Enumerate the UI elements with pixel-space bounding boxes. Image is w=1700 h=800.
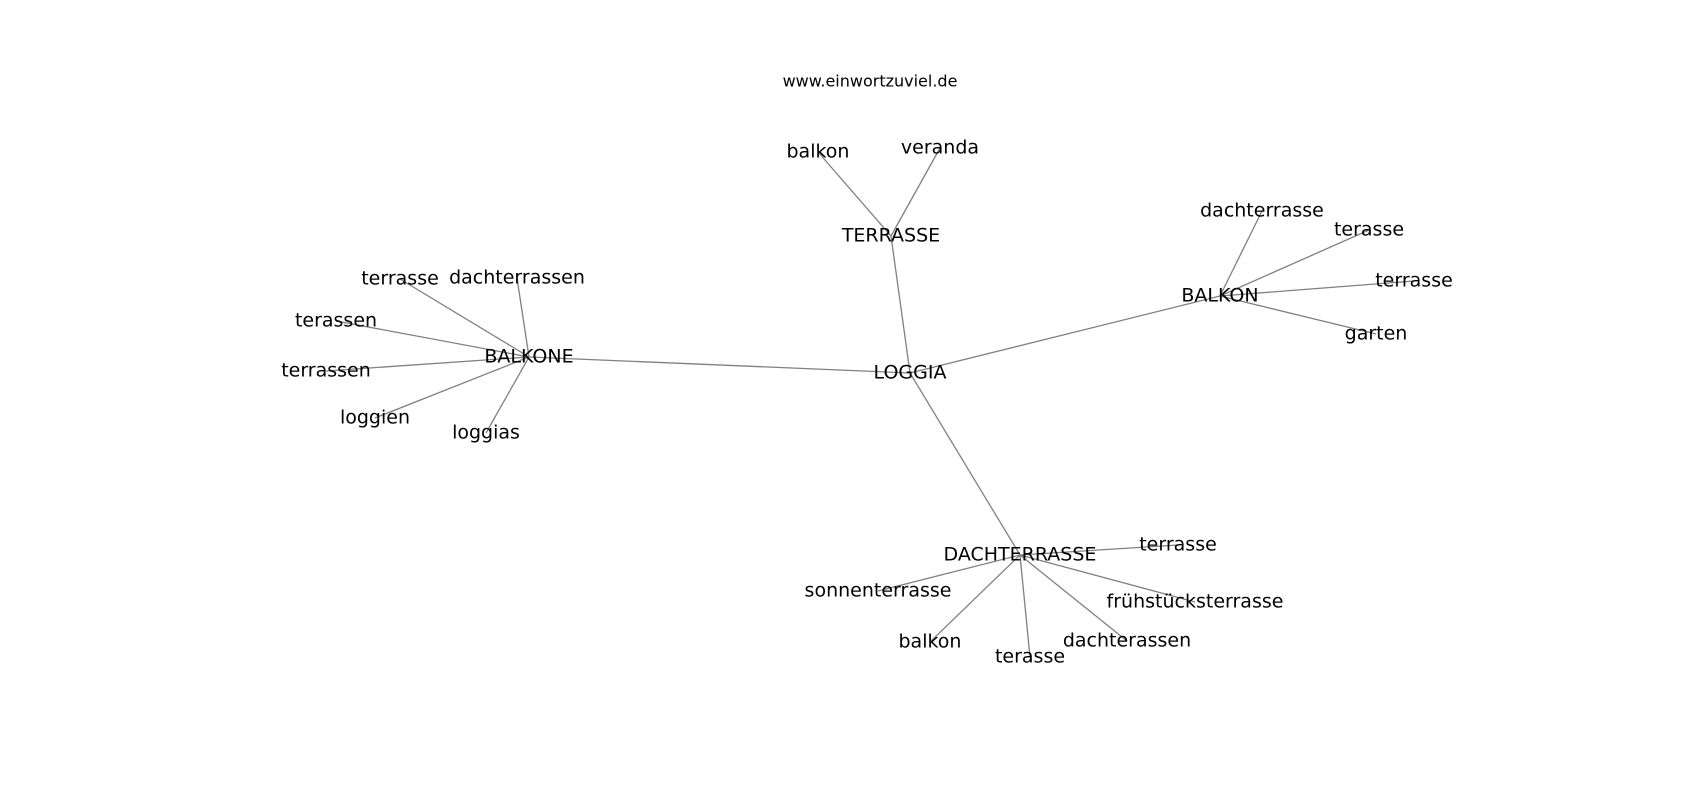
edge-balkone_hub-k_terassen <box>335 320 530 358</box>
edge-balkone_hub-k_dachterrassen <box>516 277 530 358</box>
node-label-b-terrasse: terrasse <box>1375 270 1453 292</box>
node-label-t-veranda: veranda <box>901 137 979 159</box>
node-label-t-balkon: balkon <box>787 141 850 163</box>
edge-dachterrasse_hub-d_terrasse <box>1019 544 1179 556</box>
node-label-k-terrassen: terrassen <box>281 360 371 382</box>
edge-loggia-balkon_hub <box>909 295 1221 374</box>
edge-balkone_hub-k_loggien <box>374 356 530 419</box>
node-label-d-fruehstueck: frühstücksterrasse <box>1107 591 1284 613</box>
node-label-balkone-hub: BALKONE <box>484 346 573 368</box>
edge-loggia-terrasse_hub <box>890 235 911 374</box>
site-url-label: www.einwortzuviel.de <box>783 72 958 91</box>
node-label-k-terassen: terassen <box>295 310 377 332</box>
node-label-d-sonnenterrasse: sonnenterrasse <box>805 580 952 602</box>
node-label-terrasse-hub: TERRASSE <box>841 225 940 247</box>
edge-balkone_hub-k_terrassen <box>325 356 530 372</box>
edge-balkon_hub-b_garten <box>1219 295 1377 335</box>
edge-dachterrasse_hub-d_dachterassen <box>1019 554 1128 642</box>
edge-dachterrasse_hub-d_terasse <box>1019 554 1031 658</box>
node-label-d-terrasse: terrasse <box>1139 534 1217 556</box>
node-label-b-garten: garten <box>1345 323 1408 345</box>
node-label-loggia: LOGGIA <box>874 362 947 384</box>
node-label-balkon-hub: BALKON <box>1181 285 1258 307</box>
edge-terrasse_hub-t_veranda <box>890 147 941 237</box>
node-label-k-loggien: loggien <box>340 407 410 429</box>
label-layer: www.einwortzuviel.de LOGGIA TERRASSE BALKO… <box>281 72 1453 668</box>
edge-balkone_hub-k_terrasse <box>399 278 530 358</box>
node-label-dachterrasse-hub: DACHTERRASSE <box>944 544 1097 566</box>
edge-balkon_hub-b_terrasse <box>1219 280 1415 297</box>
edge-dachterrasse_hub-d_fruehstueck <box>1019 554 1196 603</box>
node-label-k-dachterrassen: dachterrassen <box>449 267 585 289</box>
node-label-b-dachterrasse: dachterrasse <box>1200 200 1324 222</box>
edge-loggia-balkone_hub <box>528 356 911 374</box>
edge-dachterrasse_hub-d_balkon <box>929 554 1021 643</box>
edge-terrasse_hub-t_balkon <box>817 151 892 237</box>
node-label-k-terrasse: terrasse <box>361 268 439 290</box>
edge-loggia-dachterrasse_hub <box>909 372 1021 556</box>
edge-balkone_hub-k_loggias <box>485 356 530 434</box>
node-label-d-dachterassen: dachterassen <box>1063 630 1191 652</box>
edge-balkon_hub-b_terasse <box>1219 229 1370 297</box>
node-label-d-balkon: balkon <box>899 631 962 653</box>
edge-layer <box>325 147 1415 658</box>
node-label-d-terasse: terasse <box>995 646 1065 668</box>
node-label-b-terasse: terasse <box>1334 219 1404 241</box>
edge-balkon_hub-b_dachterrasse <box>1219 210 1263 297</box>
node-label-k-loggias: loggias <box>452 422 520 444</box>
edge-dachterrasse_hub-d_sonnenterrasse <box>877 554 1021 592</box>
